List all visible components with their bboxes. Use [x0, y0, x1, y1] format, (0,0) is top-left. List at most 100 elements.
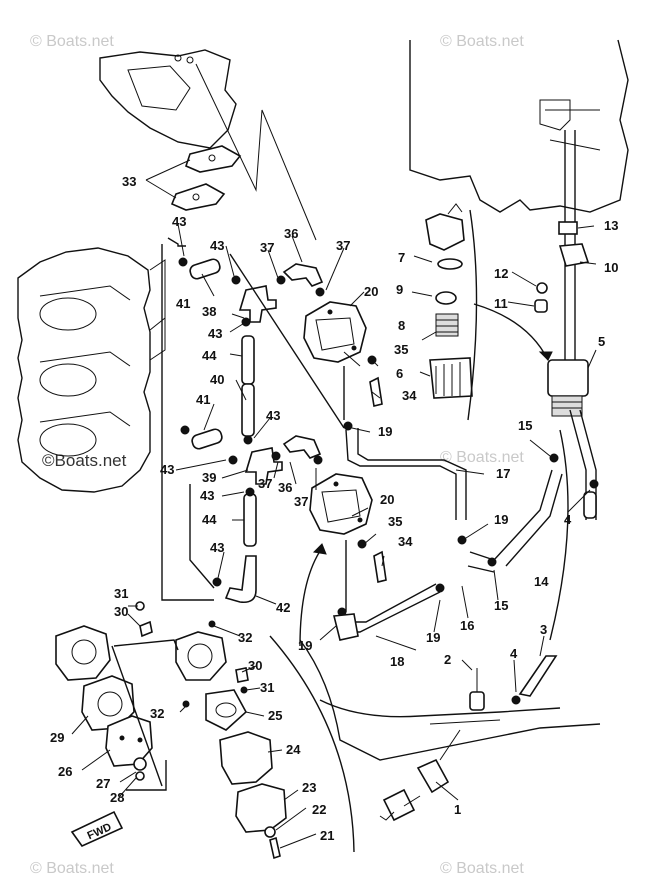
callout-9: 9: [396, 282, 403, 297]
part-20-pump-lower: [309, 473, 373, 535]
callout-15-upper: 15: [518, 418, 532, 433]
callout-35-upper: 35: [394, 342, 408, 357]
part-4-upper: [583, 491, 597, 519]
callout-43-a: 43: [172, 214, 186, 229]
callout-19-right: 19: [494, 512, 508, 527]
hose-36-upper: [282, 263, 324, 287]
bracket-center-left: [161, 237, 214, 601]
callout-37-a: 37: [260, 240, 274, 255]
callout-43-d: 43: [266, 408, 280, 423]
callout-30-left: 30: [114, 604, 128, 619]
watermark-mid-right: © Boats.net: [440, 449, 524, 466]
callout-35-lower: 35: [388, 514, 402, 529]
callout-39: 39: [202, 470, 216, 485]
clamps: [178, 257, 599, 705]
callout-37-d: 37: [294, 494, 308, 509]
callout-41-lower: 41: [196, 392, 210, 407]
gasket-33-lower: [170, 183, 226, 211]
callout-37-b: 37: [336, 238, 350, 253]
callout-43-g: 43: [210, 540, 224, 555]
callout-13: 13: [604, 218, 618, 233]
callout-3: 3: [540, 622, 547, 637]
callout-34-upper: 34: [402, 388, 417, 403]
callout-33: 33: [122, 174, 136, 189]
callout-29: 29: [50, 730, 64, 745]
part-20-pump-upper: [303, 301, 367, 363]
arrow-lower-center: [299, 547, 323, 647]
callout-36-upper: 36: [284, 226, 298, 241]
callout-40: 40: [210, 372, 224, 387]
callout-43-f: 43: [200, 488, 214, 503]
callout-37-c: 37: [258, 476, 272, 491]
bracket-lower-left: [113, 639, 179, 651]
callout-24: 24: [286, 742, 301, 757]
callout-17: 17: [496, 466, 510, 481]
part-2-fitting: [469, 691, 485, 711]
part-38-t-joint: [238, 285, 277, 323]
callout-34-lower: 34: [398, 534, 413, 549]
part-10-clip: [558, 243, 590, 267]
callout-38: 38: [202, 304, 216, 319]
watermark-top-left: © Boats.net: [30, 33, 114, 50]
callout-12: 12: [494, 266, 508, 281]
callout-21: 21: [320, 828, 334, 843]
callout-18: 18: [390, 654, 404, 669]
callout-1: 1: [454, 802, 461, 817]
hose-left-column: [224, 335, 257, 604]
callout-23: 23: [302, 780, 316, 795]
hose-14-b: [505, 473, 563, 567]
engine-block-left: [17, 247, 166, 493]
callout-32-top: 32: [238, 630, 252, 645]
part-5-fuel-filter-pump: [547, 359, 589, 417]
callout-4-upper: 4: [564, 512, 572, 527]
callout-31-right: 31: [260, 680, 274, 695]
callout-25: 25: [268, 708, 282, 723]
callout-43-b: 43: [210, 238, 224, 253]
screw-34-upper: [369, 376, 383, 407]
fuel-filter-assembly: [425, 203, 478, 421]
hose-14: [493, 469, 553, 561]
callout-11: 11: [494, 296, 508, 311]
fwd-arrow-badge: FWD: [70, 810, 124, 847]
callout-7: 7: [398, 250, 405, 265]
callout-14: 14: [534, 574, 549, 589]
callout-16: 16: [460, 618, 474, 633]
watermark-bottom-right: © Boats.net: [440, 860, 524, 877]
callout-44-upper: 44: [202, 348, 217, 363]
callout-30-right: 30: [248, 658, 262, 673]
watermark-bottom-left: © Boats.net: [30, 860, 114, 877]
part-13-fitting: [558, 221, 578, 235]
callout-43-e: 43: [160, 462, 174, 477]
callout-19-left: 19: [298, 638, 312, 653]
callout-26: 26: [58, 764, 72, 779]
callout-8: 8: [398, 318, 405, 333]
callout-20-upper: 20: [364, 284, 378, 299]
callout-28: 28: [110, 790, 124, 805]
callout-36-lower: 36: [278, 480, 292, 495]
fuel-pump-exploded-lower: [55, 601, 287, 860]
watermark-top-right: © Boats.net: [440, 33, 524, 50]
part-11-cap: [534, 299, 548, 313]
part-12-nut: [536, 282, 548, 294]
callout-20-lower: 20: [380, 492, 394, 507]
upper-manifold-outline: [99, 49, 237, 149]
callout-numbers: 1 2 3 4 4 5 6 7 8 9 10 11 12 13 14 15 15…: [50, 174, 618, 843]
callout-4-lower: 4: [510, 646, 518, 661]
hose-41-upper: [189, 258, 221, 280]
callout-44-lower: 44: [202, 512, 217, 527]
callout-19-lower: 19: [426, 630, 440, 645]
callout-22: 22: [312, 802, 326, 817]
callout-15-lower: 15: [494, 598, 508, 613]
hose-network-center: [332, 366, 467, 641]
callout-27: 27: [96, 776, 110, 791]
hull-outline: [299, 639, 601, 761]
callout-6: 6: [396, 366, 403, 381]
engine-housing-right: [409, 39, 629, 213]
callout-31-left: 31: [114, 586, 128, 601]
callout-5: 5: [598, 334, 605, 349]
part-1-fuel-connector: [379, 729, 461, 822]
leader-zigzag: [195, 63, 317, 241]
callout-42: 42: [276, 600, 290, 615]
callout-19-upper: 19: [378, 424, 392, 439]
